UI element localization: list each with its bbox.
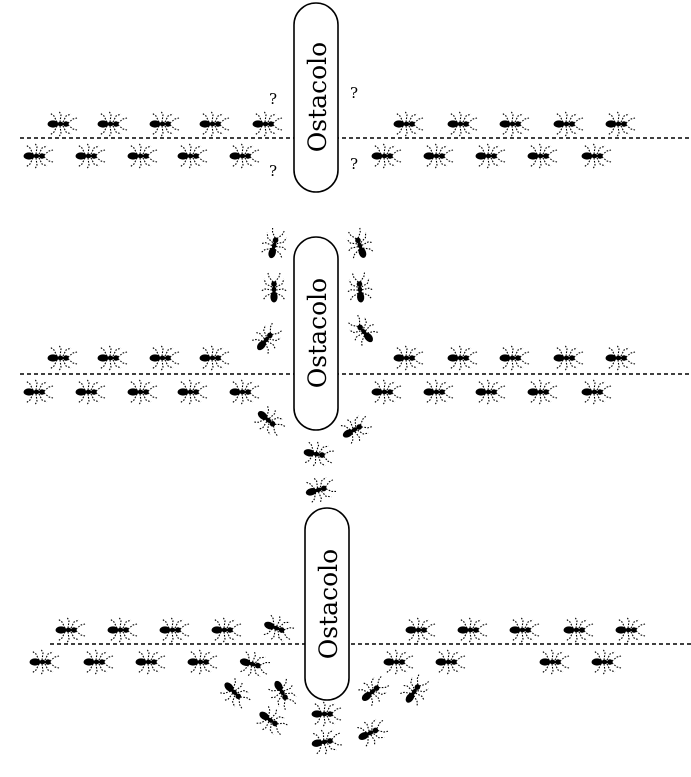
ant-icon — [74, 378, 106, 406]
ant-icon — [300, 438, 336, 471]
obstacle: Ostacolo — [304, 507, 350, 701]
ant-icon — [508, 616, 540, 644]
ant-icon — [22, 142, 54, 170]
ant-icon — [236, 647, 273, 682]
ant-icon — [370, 142, 402, 170]
ant-icon — [342, 310, 383, 351]
ant-icon — [422, 142, 454, 170]
ant-icon — [456, 616, 488, 644]
ant-icon — [134, 648, 166, 676]
ant-icon — [263, 674, 303, 714]
obstacle: Ostacolo — [293, 2, 339, 193]
ant-icon — [352, 713, 392, 751]
ant-icon — [260, 272, 288, 304]
ant-icon — [336, 409, 376, 449]
ant-icon — [148, 110, 180, 138]
ant-icon — [310, 700, 342, 728]
ant-icon — [474, 378, 506, 406]
ant-icon — [604, 344, 636, 372]
ant-icon — [106, 616, 138, 644]
ant-icon — [604, 110, 636, 138]
ant-icon — [251, 701, 292, 741]
ant-icon — [580, 378, 612, 406]
ant-icon — [498, 110, 530, 138]
ant-icon — [498, 344, 530, 372]
ant-icon — [353, 670, 394, 711]
ant-icon — [446, 110, 478, 138]
ant-icon — [46, 110, 78, 138]
ant-icon — [74, 142, 106, 170]
ant-icon — [210, 616, 242, 644]
ant-icon — [308, 725, 344, 758]
ant-icon — [538, 648, 570, 676]
question-mark: ? — [350, 155, 358, 173]
ant-icon — [249, 401, 290, 442]
ant-icon — [126, 378, 158, 406]
question-mark: ? — [350, 84, 358, 102]
ant-icon — [526, 378, 558, 406]
ant-icon — [552, 344, 584, 372]
ant-icon — [580, 142, 612, 170]
obstacle-label: Ostacolo — [303, 42, 332, 152]
ant-icon — [382, 648, 414, 676]
ant-icon — [257, 225, 292, 262]
ant-icon — [392, 110, 424, 138]
panel-1: Ostacolo ? ? ? ? — [20, 2, 691, 193]
ant-icon — [590, 648, 622, 676]
ant-icon — [345, 271, 375, 305]
ant-icon — [474, 142, 506, 170]
ant-icon — [126, 142, 158, 170]
ant-icon — [228, 142, 260, 170]
ant-icon — [158, 616, 190, 644]
ant-icon — [186, 648, 218, 676]
panel-3: Ostacolo — [28, 472, 691, 758]
ant-icon — [392, 344, 424, 372]
ant-icon — [148, 344, 180, 372]
ant-icon — [434, 648, 466, 676]
ant-icon — [562, 616, 594, 644]
ant-icon — [46, 344, 78, 372]
ant-icon — [614, 616, 646, 644]
ant-icon — [176, 378, 208, 406]
question-mark: ? — [269, 90, 277, 108]
ant-icon — [22, 378, 54, 406]
ant-icon — [228, 378, 260, 406]
ant-icon — [28, 648, 60, 676]
ant-icon — [552, 110, 584, 138]
ant-icon — [82, 648, 114, 676]
ant-icon — [96, 110, 128, 138]
ant-icon — [251, 110, 283, 138]
ant-icon — [198, 110, 230, 138]
ant-icon — [446, 344, 478, 372]
ant-icon — [259, 610, 297, 647]
ant-icon — [526, 142, 558, 170]
ant-icon — [341, 225, 378, 263]
ant-icon — [395, 670, 435, 711]
obstacle-label: Ostacolo — [303, 278, 332, 388]
ant-icon — [302, 472, 339, 507]
ant-icon — [96, 344, 128, 372]
ant-icon — [198, 344, 230, 372]
panel-2: Ostacolo — [20, 225, 691, 471]
ant-icon — [176, 142, 208, 170]
ant-icon — [404, 616, 436, 644]
ant-icon — [422, 378, 454, 406]
obstacle-label: Ostacolo — [314, 549, 343, 659]
ant-icon — [370, 378, 402, 406]
obstacle: Ostacolo — [293, 236, 339, 431]
ant-icon — [54, 616, 86, 644]
question-mark: ? — [269, 162, 277, 180]
ant-icon — [247, 318, 288, 359]
ant-icon — [215, 673, 256, 714]
